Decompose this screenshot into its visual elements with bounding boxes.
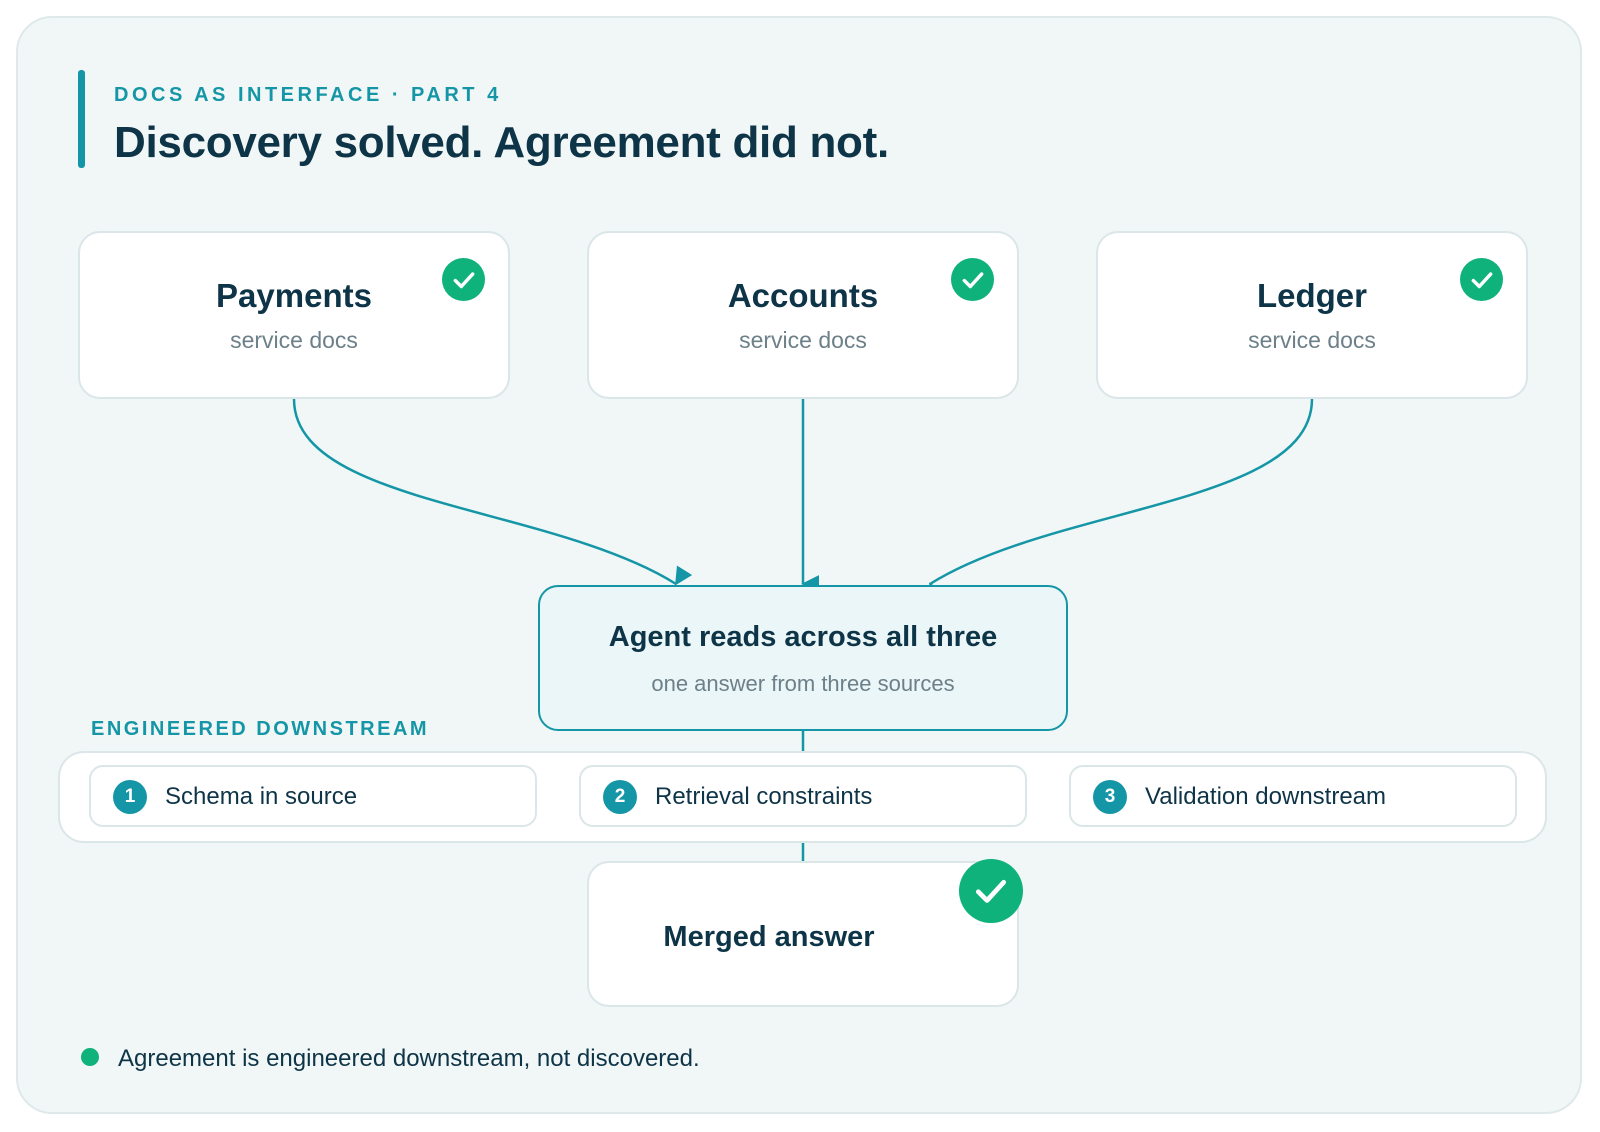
step-number-badge: 3	[1093, 780, 1127, 814]
service-subtitle: service docs	[1248, 327, 1376, 353]
service-card-payments: Payments service docs	[78, 231, 510, 399]
step-label: Schema in source	[165, 783, 358, 810]
downstream-step-2: 2 Retrieval constraints	[579, 765, 1027, 827]
merged-answer-title: Merged answer	[663, 921, 875, 953]
check-icon	[1460, 258, 1503, 301]
agent-box: Agent reads across all three one answer …	[538, 585, 1068, 731]
agent-subtitle: one answer from three sources	[651, 671, 955, 696]
footer-bullet-icon	[81, 1048, 99, 1066]
connector-ledger	[929, 398, 1314, 603]
downstream-step-3: 3 Validation downstream	[1069, 765, 1517, 827]
service-subtitle: service docs	[739, 327, 867, 353]
step-label: Retrieval constraints	[655, 783, 873, 810]
service-name: Payments	[216, 277, 372, 314]
check-icon	[959, 859, 1023, 923]
downstream-label: ENGINEERED DOWNSTREAM	[91, 718, 430, 740]
connector-payments	[292, 398, 693, 586]
check-icon	[951, 258, 994, 301]
footer-note: Agreement is engineered downstream, not …	[118, 1045, 700, 1072]
service-subtitle: service docs	[230, 327, 358, 353]
service-card-ledger: Ledger service docs	[1096, 231, 1528, 399]
service-card-accounts: Accounts service docs	[587, 231, 1019, 399]
page-title: Discovery solved. Agreement did not.	[114, 118, 889, 167]
merged-answer-card: Merged answer	[587, 859, 1023, 1007]
step-number-badge: 2	[603, 780, 637, 814]
header-eyebrow: DOCS AS INTERFACE · PART 4	[114, 84, 502, 106]
service-name: Accounts	[727, 277, 879, 314]
agent-title: Agent reads across all three	[608, 621, 998, 653]
step-label: Validation downstream	[1145, 783, 1387, 810]
step-number-badge: 1	[113, 780, 147, 814]
header-accent-bar	[78, 70, 85, 168]
downstream-step-1: 1 Schema in source	[89, 765, 537, 827]
check-icon	[442, 258, 485, 301]
service-name: Ledger	[1256, 277, 1368, 314]
